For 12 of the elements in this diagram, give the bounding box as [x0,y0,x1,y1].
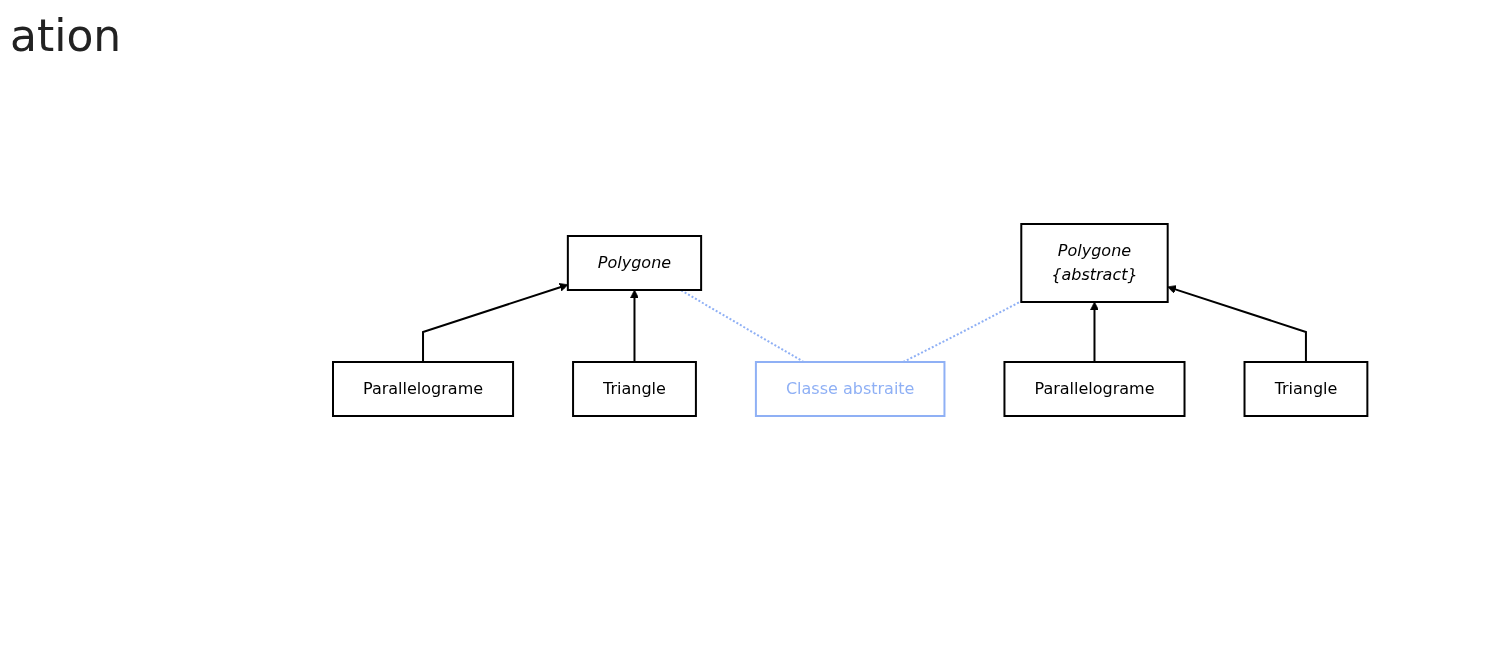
node-box: Classe abstraite [754,361,946,417]
node-box: Polygone {abstract} [1020,223,1169,303]
heading-text: ation [10,10,122,61]
arrow [1167,285,1307,363]
node-box: Parallelograme [331,361,514,417]
node-box: Triangle [571,361,697,417]
node-box: Triangle [1243,361,1369,417]
node-box: Polygone [566,235,702,291]
arrow [1089,301,1099,363]
node-box: Parallelograme [1003,361,1186,417]
arrow [629,289,639,363]
connector [679,289,805,363]
